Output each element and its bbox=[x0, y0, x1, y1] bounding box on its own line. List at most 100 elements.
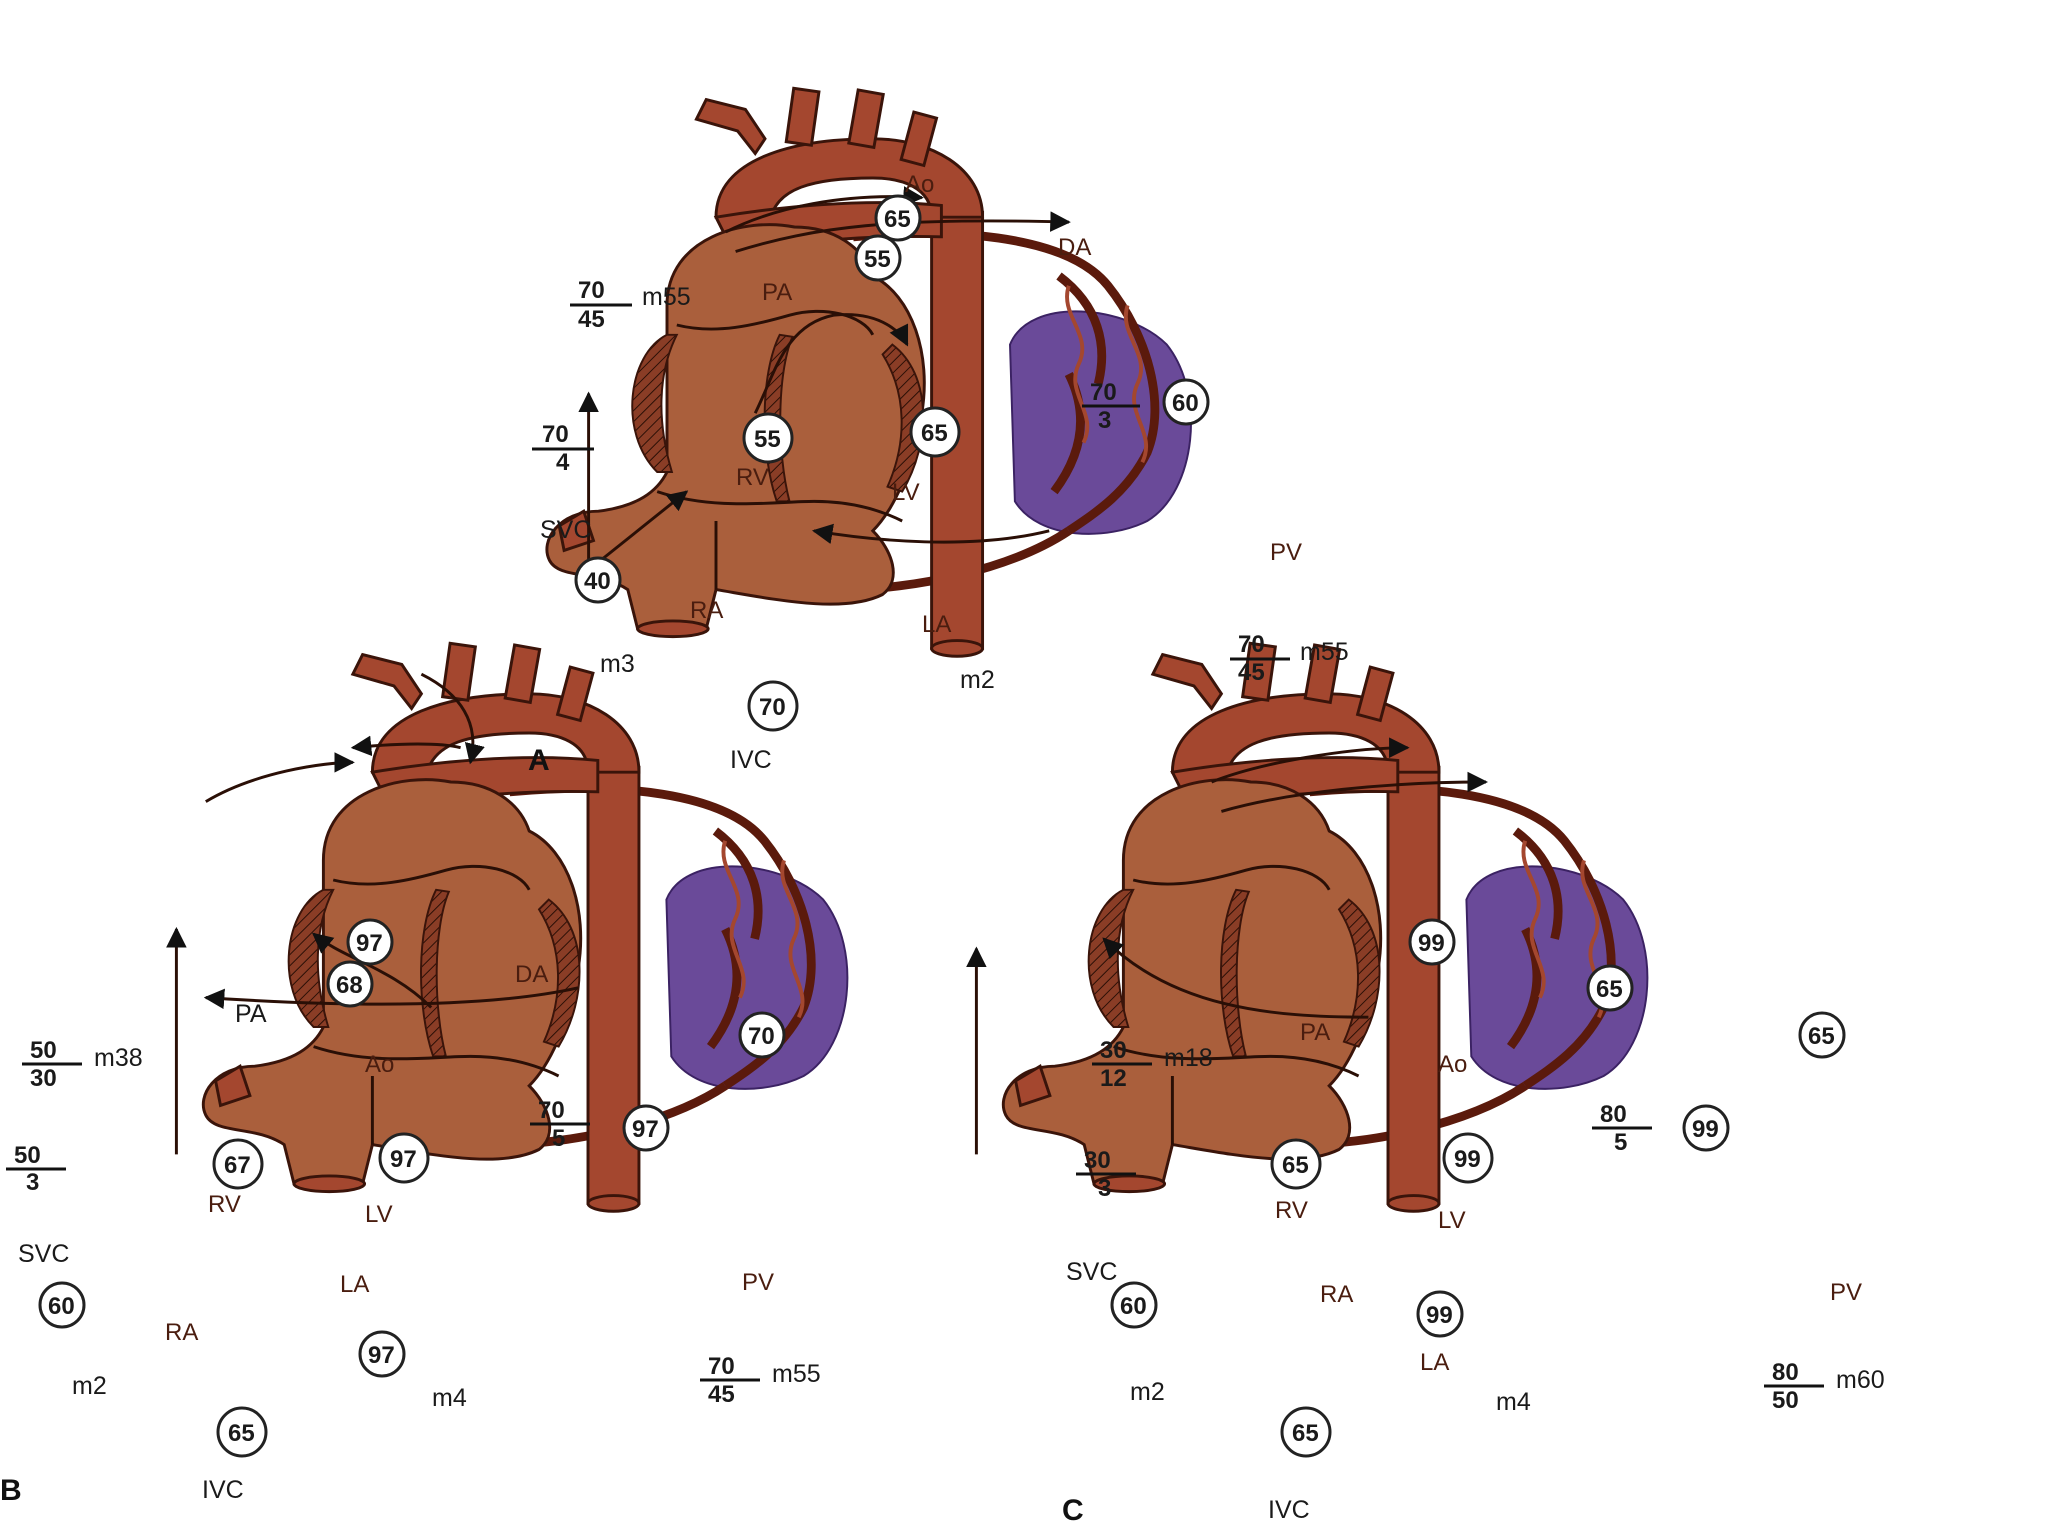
sat-pa: 65 bbox=[1596, 976, 1623, 1003]
pressure-ao: 80 50 m60 bbox=[1764, 1359, 1885, 1414]
svg-text:30: 30 bbox=[30, 1065, 57, 1092]
pressure-pa: 70 45 m55 bbox=[570, 277, 691, 333]
label-pv: PV bbox=[742, 1269, 774, 1296]
sat-pa: 68 bbox=[336, 972, 363, 999]
sat-rv: 55 bbox=[754, 426, 781, 453]
label-ao: Ao bbox=[905, 171, 934, 198]
panel-c bbox=[966, 643, 1647, 1211]
panel-a-labels: Ao DA PA RV LV SVC RA LA PV IVC A 65 55 … bbox=[528, 171, 1349, 777]
svg-text:3: 3 bbox=[26, 1169, 39, 1196]
svg-text:70: 70 bbox=[542, 421, 569, 448]
svg-text:30: 30 bbox=[1100, 1037, 1127, 1064]
sat-lv: 97 bbox=[390, 1146, 417, 1173]
panel-a bbox=[547, 88, 1191, 656]
svg-text:70: 70 bbox=[538, 1097, 565, 1124]
svg-text:3: 3 bbox=[1098, 1175, 1111, 1202]
pressure-rv: 70 4 bbox=[532, 421, 594, 476]
label-pa: PA bbox=[1300, 1019, 1330, 1046]
svg-text:70: 70 bbox=[1238, 631, 1265, 658]
label-rv: RV bbox=[1275, 1197, 1308, 1224]
svg-text:80: 80 bbox=[1772, 1359, 1799, 1386]
pressure-ra: m3 bbox=[600, 650, 635, 678]
sat-la: 97 bbox=[368, 1342, 395, 1369]
sat-lv: 99 bbox=[1454, 1146, 1481, 1173]
label-pv: PV bbox=[1830, 1279, 1862, 1306]
svg-text:70: 70 bbox=[578, 277, 605, 304]
label-svc: SVC bbox=[18, 1240, 69, 1268]
label-pa: PA bbox=[235, 1000, 267, 1028]
label-la: LA bbox=[340, 1271, 369, 1298]
sat-ao: 65 bbox=[884, 206, 911, 233]
sat-rv: 65 bbox=[1282, 1152, 1309, 1179]
sat-ao: 99 bbox=[1418, 930, 1445, 957]
label-ivc: IVC bbox=[1268, 1496, 1310, 1524]
svg-text:70: 70 bbox=[1090, 379, 1117, 406]
pressure-ao: 70 45 m55 bbox=[1230, 631, 1349, 686]
svg-text:45: 45 bbox=[1238, 659, 1265, 686]
svg-text:4: 4 bbox=[556, 449, 570, 476]
pressure-lv: 70 5 bbox=[530, 1097, 590, 1152]
svg-text:m55: m55 bbox=[772, 1360, 821, 1388]
panel-c-labels: PA Ao RV LV SVC RA LA PV IVC C 99 65 65 … bbox=[1062, 918, 1885, 1527]
svg-text:m18: m18 bbox=[1164, 1044, 1213, 1072]
sat-ao: 97 bbox=[356, 930, 383, 957]
svg-text:45: 45 bbox=[708, 1381, 735, 1408]
pressure-la: m4 bbox=[432, 1384, 467, 1412]
sat-pv: 65 bbox=[1808, 1023, 1835, 1050]
sat-pv: 70 bbox=[748, 1023, 775, 1050]
svg-text:70: 70 bbox=[708, 1353, 735, 1380]
label-ra: RA bbox=[690, 597, 723, 624]
svg-text:50: 50 bbox=[14, 1142, 41, 1169]
svg-text:12: 12 bbox=[1100, 1065, 1127, 1092]
sat-ivc: 70 bbox=[759, 694, 786, 721]
pressure-pa: 50 30 m38 bbox=[22, 1037, 143, 1092]
panel-b-labels: DA PA Ao RV LV SVC LA RA PV IVC B 97 68 … bbox=[0, 918, 821, 1507]
label-lv: LV bbox=[1438, 1207, 1466, 1234]
label-ivc: IVC bbox=[730, 746, 772, 774]
sat-ivc: 65 bbox=[228, 1420, 255, 1447]
sat-desc-ao: 99 bbox=[1692, 1116, 1719, 1143]
svg-text:5: 5 bbox=[552, 1125, 565, 1152]
label-lv: LV bbox=[892, 479, 920, 506]
label-rv: RV bbox=[736, 464, 769, 491]
pressure-rv: 30 3 bbox=[1076, 1147, 1136, 1202]
pressure-pa: 30 12 m18 bbox=[1092, 1037, 1213, 1092]
svg-text:m55: m55 bbox=[1300, 638, 1349, 666]
label-svc: SVC bbox=[1066, 1258, 1117, 1286]
label-la: LA bbox=[922, 611, 951, 638]
panel-letter-b: B bbox=[0, 1474, 22, 1507]
svg-text:m55: m55 bbox=[642, 283, 691, 311]
sat-pa: 55 bbox=[864, 246, 891, 273]
label-rv: RV bbox=[208, 1191, 241, 1218]
pressure-ra: m2 bbox=[72, 1372, 107, 1400]
svg-text:80: 80 bbox=[1600, 1101, 1627, 1128]
label-svc: SVC bbox=[540, 516, 591, 544]
pressure-ao: 70 45 m55 bbox=[700, 1353, 821, 1408]
svg-text:5: 5 bbox=[1614, 1129, 1627, 1156]
pressure-rv: 50 3 bbox=[6, 1142, 66, 1196]
sat-svc: 60 bbox=[48, 1293, 75, 1320]
sat-svc: 40 bbox=[584, 568, 611, 595]
svg-text:m60: m60 bbox=[1836, 1366, 1885, 1394]
sat-la: 99 bbox=[1426, 1302, 1453, 1329]
pressure-lv: 70 3 bbox=[1082, 379, 1140, 434]
sat-desc-ao: 60 bbox=[1172, 390, 1199, 417]
label-ra: RA bbox=[165, 1319, 198, 1346]
pressure-ra: m2 bbox=[1130, 1378, 1165, 1406]
label-lv: LV bbox=[365, 1201, 393, 1228]
panel-letter-a: A bbox=[528, 744, 550, 777]
label-da: DA bbox=[1058, 234, 1091, 261]
panel-letter-c: C bbox=[1062, 1494, 1084, 1527]
svg-text:50: 50 bbox=[30, 1037, 57, 1064]
sat-rv: 67 bbox=[224, 1152, 251, 1179]
label-ao: Ao bbox=[1438, 1051, 1467, 1078]
sat-desc-ao: 97 bbox=[632, 1116, 659, 1143]
svg-text:45: 45 bbox=[578, 306, 605, 333]
pressure-la: m4 bbox=[1496, 1388, 1531, 1416]
label-pa: PA bbox=[762, 279, 792, 306]
pressure-lv: 80 5 bbox=[1592, 1101, 1652, 1156]
svg-text:m38: m38 bbox=[94, 1044, 143, 1072]
svg-text:30: 30 bbox=[1084, 1147, 1111, 1174]
label-ivc: IVC bbox=[202, 1476, 244, 1504]
